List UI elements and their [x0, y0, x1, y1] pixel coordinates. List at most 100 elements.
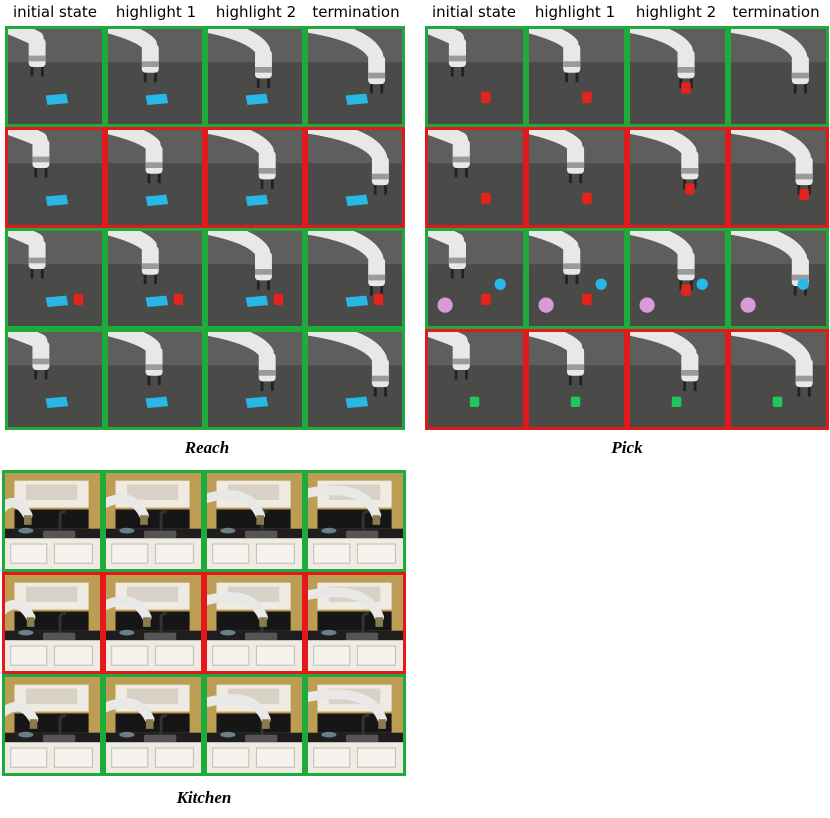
reach-scene-image — [8, 231, 102, 326]
robot-arm — [8, 29, 46, 77]
faucet — [159, 509, 167, 531]
red-cube — [273, 293, 284, 306]
pick-frame-failure — [627, 127, 728, 228]
column-label-highlight-2: highlight 2 — [635, 3, 717, 21]
robot-gripper — [29, 719, 38, 729]
kitchen-frame-success — [204, 674, 305, 776]
pick-scene-image — [428, 29, 523, 124]
cabinet-door — [255, 747, 295, 768]
kitchen-scene-image — [106, 575, 201, 671]
sink — [245, 530, 278, 539]
faucet — [58, 713, 66, 735]
backsplash — [14, 713, 89, 733]
robot-arm — [106, 698, 155, 725]
pick-scene-image — [731, 231, 826, 326]
robot-arm — [207, 489, 265, 521]
cabinet-door — [255, 543, 295, 564]
pot — [220, 731, 236, 738]
pot — [321, 731, 337, 738]
cabinet-door — [154, 543, 194, 564]
reach-scene-image — [8, 130, 102, 225]
pot — [18, 629, 34, 636]
sink — [346, 734, 379, 743]
oven-door — [313, 747, 351, 768]
sink — [43, 734, 76, 743]
pick-frame-success — [425, 26, 526, 127]
cabinet-window — [25, 586, 78, 602]
sink — [144, 632, 177, 641]
red-cube — [681, 82, 691, 94]
kitchen-scene-image — [308, 473, 403, 569]
reach-scene-image — [308, 130, 402, 225]
faucet — [159, 611, 167, 633]
robot-arm — [529, 130, 585, 184]
pink-ball — [639, 297, 655, 313]
kitchen-scene-image — [5, 473, 100, 569]
backsplash — [14, 509, 89, 529]
blue-pad — [145, 93, 169, 105]
kitchen-frame-success — [2, 674, 103, 776]
robot-arm — [308, 231, 386, 296]
reach-frame-success — [105, 26, 205, 127]
sink — [245, 632, 278, 641]
reach-frame-failure — [305, 127, 405, 228]
kitchen-scene-image — [207, 677, 302, 773]
reach-frame-failure — [205, 127, 305, 228]
blue-pad — [145, 295, 169, 307]
pot — [18, 527, 34, 534]
oven-door — [313, 645, 351, 666]
pick-frame-failure — [425, 329, 526, 430]
robot-arm — [208, 29, 272, 88]
reach-scene-image — [308, 332, 402, 427]
cabinet-door — [356, 747, 396, 768]
pick-caption: Pick — [611, 438, 643, 457]
cabinet-door — [154, 747, 194, 768]
reach-image-grid — [5, 26, 405, 430]
faucet — [58, 509, 66, 531]
green-cube — [469, 396, 480, 408]
pink-ball — [437, 297, 453, 313]
kitchen-frame-failure — [204, 572, 305, 674]
robot-gripper — [372, 515, 381, 525]
blue-pad — [45, 93, 69, 105]
oven-door — [212, 543, 250, 564]
kitchen-scene-image — [207, 575, 302, 671]
robot-arm — [8, 332, 50, 380]
robot-arm — [529, 29, 581, 83]
oven-door — [313, 543, 351, 564]
reach-frame-success — [305, 228, 405, 329]
cabinet-door — [356, 543, 396, 564]
pot — [18, 731, 34, 738]
backsplash — [216, 611, 291, 631]
robot-arm — [428, 130, 470, 178]
robot-arm — [428, 332, 470, 380]
column-label-initial-state: initial state — [12, 3, 98, 21]
blue-pad — [145, 396, 169, 408]
kitchen-frame-success — [305, 470, 406, 572]
red-cube — [582, 91, 592, 104]
kitchen-frame-failure — [103, 572, 204, 674]
red-cube — [173, 293, 184, 306]
column-label-initial-state: initial state — [431, 3, 517, 21]
pick-frame-success — [627, 26, 728, 127]
pick-image-grid — [425, 26, 829, 430]
red-cube — [373, 293, 384, 306]
robot-gripper — [143, 617, 151, 627]
reach-frame-success — [5, 26, 105, 127]
kitchen-frame-failure — [305, 572, 406, 674]
robot-gripper — [259, 617, 267, 627]
reach-scene-image — [8, 29, 102, 124]
kitchen-scene-image — [207, 473, 302, 569]
robot-arm — [5, 497, 33, 521]
blue-pad — [245, 396, 269, 408]
pick-frame-failure — [728, 127, 829, 228]
pick-scene-image — [630, 332, 725, 427]
kitchen-frame-success — [103, 674, 204, 776]
reach-caption: Reach — [184, 438, 230, 457]
kitchen-caption: Kitchen — [176, 788, 232, 807]
oven-door — [212, 645, 250, 666]
pick-scene-image — [428, 231, 523, 326]
blue-pad — [245, 93, 269, 105]
sink — [346, 530, 379, 539]
cabinet-window — [25, 688, 78, 704]
